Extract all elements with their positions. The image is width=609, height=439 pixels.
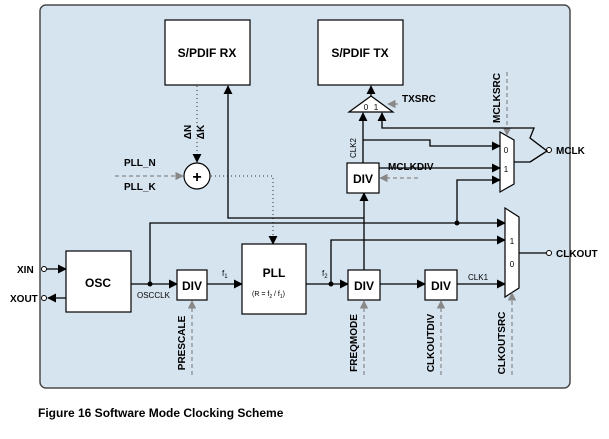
- tx-mux-input-0: 0: [364, 103, 369, 112]
- tx-mux-input-1: 1: [374, 103, 379, 112]
- clkout-mux-input-0: 0: [510, 260, 515, 269]
- clkout-div-block: [424, 269, 458, 301]
- mclk-pin: [546, 147, 552, 153]
- f2-label: f2: [322, 269, 328, 280]
- prescale-label: PRESCALE: [177, 315, 188, 370]
- freqmode-div-block: [347, 269, 381, 301]
- clkout-mux-input-1: 1: [510, 237, 515, 246]
- mclk-div-label: DIV: [353, 172, 373, 186]
- delta-k-label: ΔK: [196, 124, 207, 139]
- pll-label: PLL: [263, 266, 286, 280]
- spdif-rx-label: S/PDIF RX: [178, 46, 237, 60]
- f2-to-clkout-mux: [330, 235, 506, 284]
- txsrc-label: TXSRC: [402, 94, 436, 105]
- clkout-pin: [546, 250, 552, 256]
- spdif-tx-block: [317, 19, 404, 86]
- delta-n-label: ΔN: [183, 125, 194, 139]
- f1-label: f1: [222, 269, 228, 280]
- junction-clkout-feed: [454, 220, 460, 226]
- clkout-label: CLKOUT: [556, 249, 598, 260]
- mclk-div-block: [346, 162, 380, 194]
- oscclk-label: OSCCLK: [137, 291, 171, 300]
- freqmode-div-label: DIV: [354, 279, 374, 293]
- freqmode-label: FREQMODE: [349, 314, 360, 372]
- clkout-div-label: DIV: [431, 279, 451, 293]
- clk1-label: CLK1: [468, 273, 489, 282]
- pll-block: [241, 243, 307, 315]
- prescale-div-block: [176, 269, 208, 301]
- prescale-div-label: DIV: [182, 279, 202, 293]
- figure-caption: Figure 16 Software Mode Clocking Scheme: [38, 406, 284, 420]
- xin-pin: [41, 266, 47, 272]
- mclk-to-tx-mux: [377, 112, 549, 163]
- osc-label: OSC: [85, 276, 111, 290]
- clk2-label: CLK2: [349, 137, 358, 158]
- pll-k-label: PLL_K: [124, 182, 156, 193]
- adder-to-pll: [211, 175, 278, 245]
- spdif-rx-block: [164, 19, 251, 86]
- pll-adder: [183, 162, 211, 190]
- clkout-to-mclk-mux: [456, 175, 501, 223]
- tx-source-mux: [347, 95, 395, 113]
- mclk-mux-input-0: 0: [504, 146, 509, 155]
- oscclk-to-clkout-mux: [149, 218, 506, 284]
- pll-ratio-formula: (R = f2 / f1): [252, 291, 285, 300]
- clk2-to-mclk-mux: [363, 139, 501, 151]
- chip-panel: [39, 4, 571, 389]
- mclk-mux-input-1: 1: [504, 165, 509, 174]
- spdif-tx-label: S/PDIF TX: [331, 46, 388, 60]
- clkoutsrc-label: CLKOUTSRC: [497, 312, 508, 375]
- xout-pin: [41, 295, 47, 301]
- pll-n-label: PLL_N: [124, 158, 156, 169]
- xin-label: XIN: [17, 265, 34, 276]
- mclk-mux: [499, 130, 515, 194]
- clkoutdiv-label: CLKOUTDIV: [426, 314, 437, 373]
- mclksrc-label: MCLKSRC: [492, 73, 503, 123]
- mclk-label: MCLK: [556, 146, 586, 157]
- osc-block: [65, 250, 132, 313]
- junction-f2: [328, 281, 334, 287]
- xout-label: XOUT: [10, 294, 38, 305]
- clkout-mux: [504, 206, 520, 299]
- pll-to-spdif-rx: [223, 85, 364, 219]
- adder-symbol: +: [192, 169, 201, 186]
